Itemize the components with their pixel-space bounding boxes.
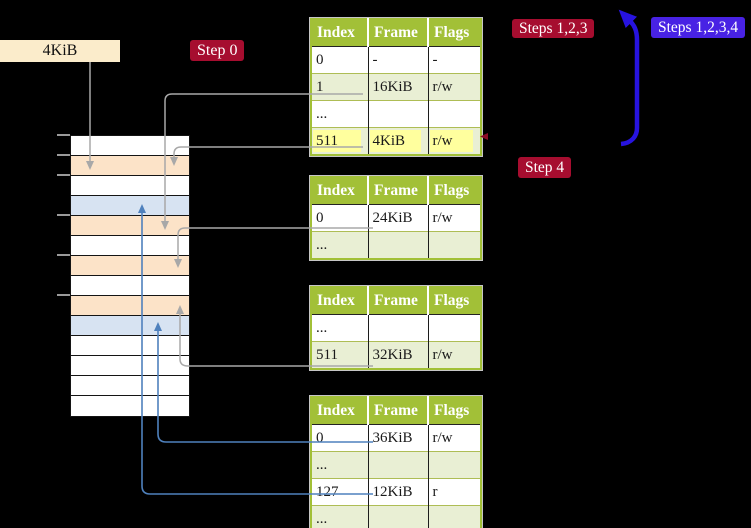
step0-label: Step 0 — [190, 40, 245, 61]
table-cell: 0 — [311, 46, 368, 74]
column-header-index: Index — [311, 287, 368, 315]
table-cell: 4KiB — [367, 127, 428, 155]
table-cell: 12KiB — [367, 478, 428, 506]
table-cell: ... — [311, 231, 368, 259]
table-cell: ... — [311, 451, 368, 479]
steps123-label: Steps 1,2,3 — [512, 19, 595, 38]
memory-boundary-tick — [57, 134, 70, 136]
table-cell — [427, 231, 481, 259]
column-header-flags: Flags — [427, 397, 481, 425]
table-cell — [427, 451, 481, 479]
table-row: ... — [311, 314, 481, 342]
memory-boundary-tick — [57, 214, 70, 216]
table-row: ... — [311, 100, 481, 128]
column-header-index: Index — [311, 397, 368, 425]
table-cell: 0 — [311, 204, 368, 232]
memory-frame-cell-peach — [71, 256, 189, 276]
size-label: 4KiB — [42, 42, 78, 59]
memory-frame-cell-blue — [71, 196, 189, 216]
memory-boundary-tick — [57, 154, 70, 156]
table-cell: r/w — [427, 127, 481, 155]
table-row: ... — [311, 505, 481, 528]
memory-boundary-tick — [57, 254, 70, 256]
highlighted-value: r/w — [429, 130, 473, 152]
step4-label: Step 4 — [518, 157, 572, 178]
size-label-box: 4KiB — [0, 40, 120, 62]
table-row: ... — [311, 231, 481, 259]
table-cell — [367, 505, 428, 528]
table-cell — [367, 231, 428, 259]
column-header-flags: Flags — [427, 287, 481, 315]
memory-frame-cell-white — [71, 276, 189, 296]
memory-frame-cell-white — [71, 236, 189, 256]
memory-frame-cell-white — [71, 376, 189, 396]
table-cell — [367, 451, 428, 479]
highlighted-value: 511 — [313, 130, 361, 152]
table-cell: r/w — [427, 73, 481, 101]
table-cell: 36KiB — [367, 424, 428, 452]
table-cell: - — [367, 46, 428, 74]
column-header-frame: Frame — [367, 177, 428, 205]
highlighted-value: 4KiB — [369, 130, 421, 152]
table-cell — [427, 100, 481, 128]
memory-frame-cell-white — [71, 336, 189, 356]
memory-boundary-tick — [57, 174, 70, 176]
table-cell — [427, 314, 481, 342]
physical-memory-column — [70, 135, 190, 417]
table-cell: r/w — [427, 341, 481, 369]
table-cell: - — [427, 46, 481, 74]
memory-frame-cell-white — [71, 356, 189, 376]
memory-frame-cell-white — [71, 136, 189, 156]
arrow-steps-loop — [618, 9, 640, 147]
memory-boundary-tick — [57, 294, 70, 296]
table-cell — [427, 505, 481, 528]
memory-frame-cell-white — [71, 176, 189, 196]
column-header-flags: Flags — [427, 19, 481, 47]
table-cell: 127 — [311, 478, 368, 506]
table-cell: ... — [311, 100, 368, 128]
memory-frame-cell-peach — [71, 156, 189, 176]
column-header-frame: Frame — [367, 397, 428, 425]
memory-frame-cell-blue — [71, 316, 189, 336]
table-cell: 0 — [311, 424, 368, 452]
table-row: 511 4KiB r/w — [311, 127, 481, 155]
column-header-frame: Frame — [367, 19, 428, 47]
column-header-index: Index — [311, 177, 368, 205]
table-row: ... — [311, 451, 481, 479]
column-header-frame: Frame — [367, 287, 428, 315]
table-cell: ... — [311, 314, 368, 342]
column-header-flags: Flags — [427, 177, 481, 205]
memory-frame-cell-peach — [71, 296, 189, 316]
table-cell: ... — [311, 505, 368, 528]
column-header-index: Index — [311, 19, 368, 47]
steps1234-label: Steps 1,2,3,4 — [651, 17, 746, 38]
table-cell: r/w — [427, 204, 481, 232]
table-cell: 511 — [311, 341, 368, 369]
table-cell: 16KiB — [367, 73, 428, 101]
table-cell: 1 — [311, 73, 368, 101]
table-cell: 511 — [311, 127, 368, 155]
memory-frame-cell-white — [71, 396, 189, 416]
table-cell: r — [427, 478, 481, 506]
table-cell — [367, 100, 428, 128]
table-cell: 24KiB — [367, 204, 428, 232]
table-row: 0-- — [311, 46, 481, 74]
table-cell: 32KiB — [367, 341, 428, 369]
table-cell: r/w — [427, 424, 481, 452]
table-cell — [367, 314, 428, 342]
memory-frame-cell-peach — [71, 216, 189, 236]
